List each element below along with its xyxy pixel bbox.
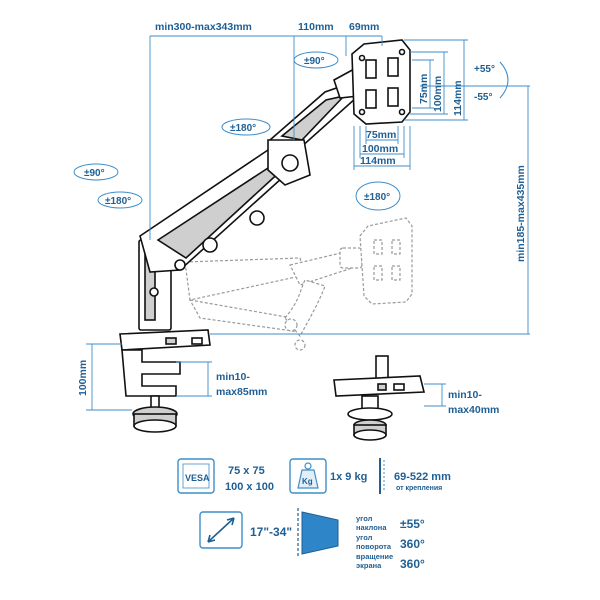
weight-icon-label: Kg bbox=[302, 477, 313, 486]
rotate-label-1: вращение bbox=[356, 552, 393, 561]
vesa-spec: VESA 75 x 75 100 x 100 bbox=[177, 458, 274, 494]
vesa-height-114: 114mm bbox=[452, 80, 464, 116]
base-swivel-angle-1: ±90° bbox=[84, 168, 105, 179]
grommet-range-min: min10- bbox=[448, 389, 482, 401]
height-spec: 69-522 mm от крепления bbox=[379, 458, 451, 494]
swivel-label-2: поворота bbox=[356, 542, 392, 551]
vesa-width-75: 75mm bbox=[366, 129, 396, 141]
height-note: от крепления bbox=[396, 485, 442, 492]
rotation-arcs bbox=[73, 51, 509, 211]
swivel-label-1: угол bbox=[356, 533, 373, 542]
arm-base bbox=[119, 329, 211, 351]
head-swivel-angle: ±90° bbox=[304, 56, 325, 67]
screen-size: 17"-34" bbox=[250, 525, 292, 539]
weight-spec: Kg 1x 9 kg bbox=[289, 458, 367, 494]
tilt-up-angle: +55° bbox=[474, 64, 495, 75]
rotate-label-2: экрана bbox=[356, 561, 382, 570]
tilt-value: ±55° bbox=[400, 517, 425, 531]
vesa-pattern-1: 75 x 75 bbox=[228, 465, 265, 477]
vesa-width-100: 100mm bbox=[362, 143, 398, 155]
base-height: 100mm bbox=[77, 360, 89, 396]
vesa-pattern-2: 100 x 100 bbox=[225, 481, 274, 493]
screen-size-spec: 17"-34" bbox=[199, 511, 292, 549]
c-clamp bbox=[121, 349, 181, 397]
grommet-mount bbox=[333, 355, 426, 441]
reach-dimension: min300-max343mm bbox=[155, 21, 252, 33]
grommet-range-max: max40mm bbox=[448, 404, 499, 416]
dimension-lines bbox=[86, 35, 530, 411]
arm-dimension: 110mm bbox=[298, 21, 334, 33]
rotate-value: 360° bbox=[400, 557, 425, 571]
height-value: 69-522 mm bbox=[394, 471, 451, 483]
arm-rotate-angle: ±180° bbox=[230, 123, 256, 134]
height-range: min185-max435mm bbox=[515, 165, 527, 262]
lowered-arm-ghost bbox=[184, 217, 413, 351]
weight-icon bbox=[297, 469, 319, 489]
monitor-arm bbox=[119, 39, 411, 433]
clamp-range-min: min10- bbox=[216, 371, 250, 383]
base-swivel-angle-2: ±180° bbox=[105, 196, 131, 207]
screen-icon bbox=[301, 511, 339, 555]
diagonal-icon bbox=[207, 517, 235, 543]
clamp-range-max: max85mm bbox=[216, 386, 267, 398]
vesa-width-114: 114mm bbox=[360, 155, 396, 167]
swivel-value: 360° bbox=[400, 537, 425, 551]
tilt-label-2: наклона bbox=[356, 523, 387, 532]
tilt-down-angle: -55° bbox=[474, 92, 492, 103]
weight-capacity: 1x 9 kg bbox=[330, 471, 367, 483]
vesa-icon bbox=[177, 458, 215, 494]
screen-adjust-spec: угол наклона ±55° угол поворота 360° вра… bbox=[297, 508, 425, 571]
vesa-height-75: 75mm bbox=[418, 74, 430, 104]
vesa-height-100: 100mm bbox=[432, 76, 444, 112]
screen-rotate-angle: ±180° bbox=[364, 192, 390, 203]
head-dimension: 69mm bbox=[349, 21, 379, 33]
tilt-label-1: угол bbox=[356, 514, 373, 523]
vesa-badge: VESA bbox=[185, 473, 210, 483]
